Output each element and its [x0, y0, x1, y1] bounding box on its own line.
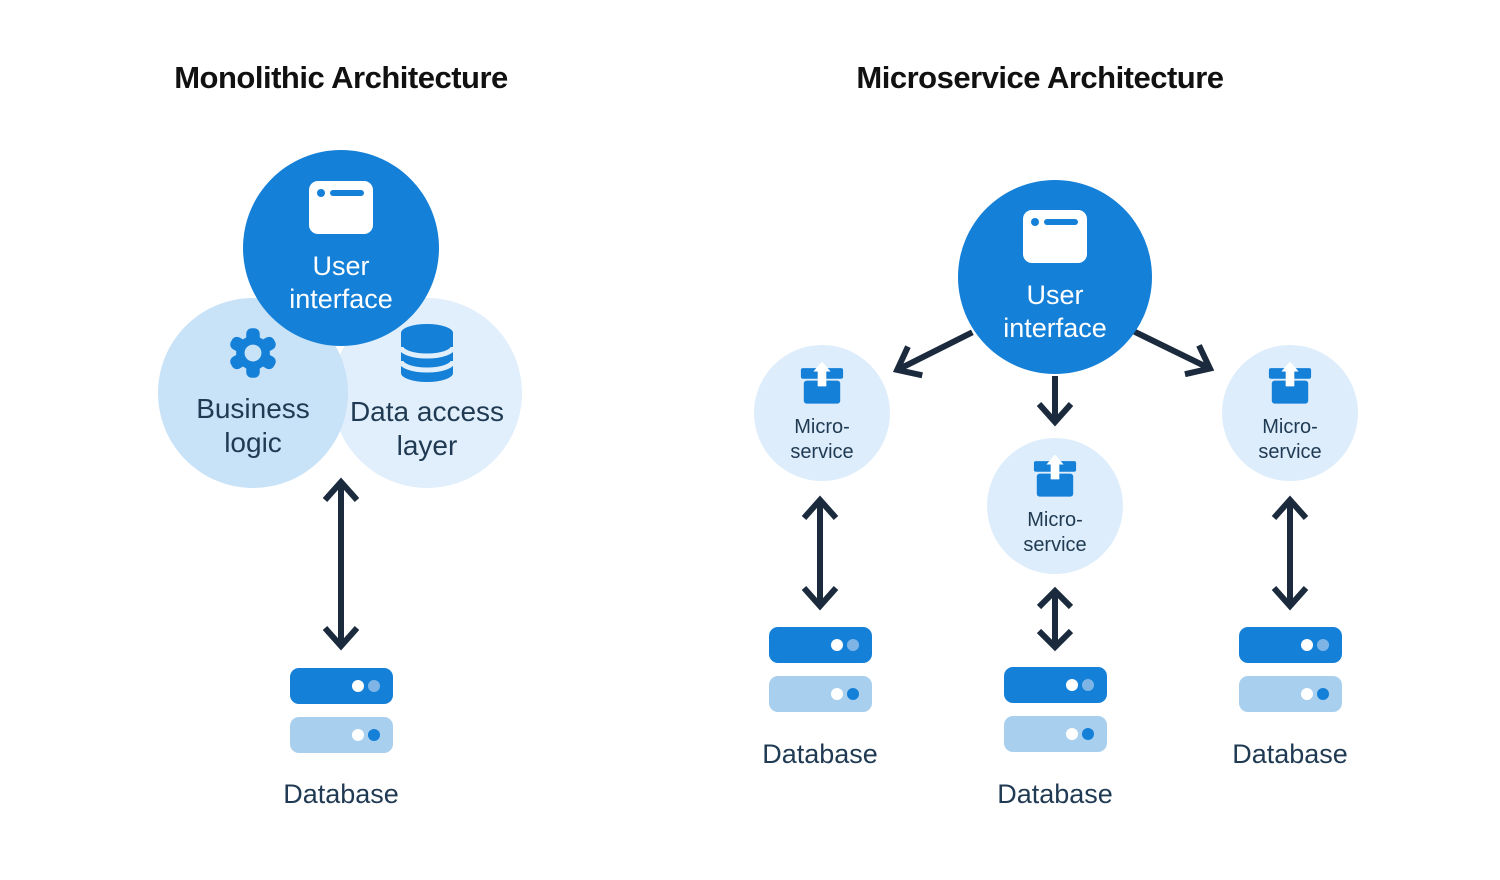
status-dot	[1082, 728, 1094, 740]
microservice-label: Micro- service	[1258, 416, 1322, 463]
microservice-label: Micro- service	[1023, 509, 1087, 556]
user-interface-label: User interface	[1003, 279, 1107, 343]
status-dot	[1301, 688, 1313, 700]
gear-icon	[226, 326, 280, 385]
user-interface-label: User interface	[289, 250, 393, 314]
database-bar-secondary	[769, 676, 872, 712]
double-arrow	[1271, 495, 1309, 611]
database-bar-primary	[1004, 667, 1107, 703]
arrow-to-service-3	[1133, 329, 1215, 378]
user-interface-circle: User interface	[243, 150, 439, 346]
database-icon	[1239, 627, 1342, 712]
database-label: Database	[997, 779, 1113, 809]
database-bar-secondary	[290, 717, 393, 753]
database-bar-primary	[290, 668, 393, 704]
status-dot	[1066, 679, 1078, 691]
database-label: Database	[283, 779, 399, 809]
database-icon	[769, 627, 872, 712]
database-label: Database	[762, 739, 878, 769]
package-icon	[1267, 361, 1313, 410]
database-icon	[290, 668, 393, 753]
business-logic-label: Business logic	[196, 393, 310, 458]
user-interface-circle: User interface	[958, 180, 1152, 374]
status-dot	[352, 680, 364, 692]
status-dot	[1066, 728, 1078, 740]
double-arrow	[801, 495, 839, 611]
browser-window-icon	[309, 180, 373, 239]
database-bar-primary	[1239, 627, 1342, 663]
arrow-to-service-2	[1036, 376, 1074, 427]
double-arrow	[1036, 586, 1074, 652]
status-dot	[1317, 688, 1329, 700]
microservice-circle: Micro- service	[987, 438, 1123, 574]
database-bar-secondary	[1004, 716, 1107, 752]
database-bar-secondary	[1239, 676, 1342, 712]
database-bar-primary	[769, 627, 872, 663]
status-dot	[831, 688, 843, 700]
monolithic-title: Monolithic Architecture	[174, 60, 508, 95]
microservice-title: Microservice Architecture	[856, 60, 1224, 95]
status-dot	[1082, 679, 1094, 691]
status-dot	[1301, 639, 1313, 651]
browser-window-icon	[1023, 209, 1087, 268]
database-cylinder-icon	[398, 323, 456, 388]
microservice-circle: Micro- service	[754, 345, 890, 481]
business-logic-circle: Business logic	[158, 298, 348, 488]
database-label: Database	[1232, 739, 1348, 769]
status-dot	[831, 639, 843, 651]
double-arrow	[322, 477, 360, 651]
data-access-layer-label: Data access layer	[349, 396, 505, 461]
package-icon	[1032, 454, 1078, 503]
package-icon	[799, 361, 845, 410]
status-dot	[352, 729, 364, 741]
database-icon	[1004, 667, 1107, 752]
arrow-to-service-1	[892, 329, 974, 379]
status-dot	[1317, 639, 1329, 651]
status-dot	[368, 729, 380, 741]
status-dot	[368, 680, 380, 692]
status-dot	[847, 639, 859, 651]
microservice-circle: Micro- service	[1222, 345, 1358, 481]
microservice-label: Micro- service	[790, 416, 854, 463]
status-dot	[847, 688, 859, 700]
